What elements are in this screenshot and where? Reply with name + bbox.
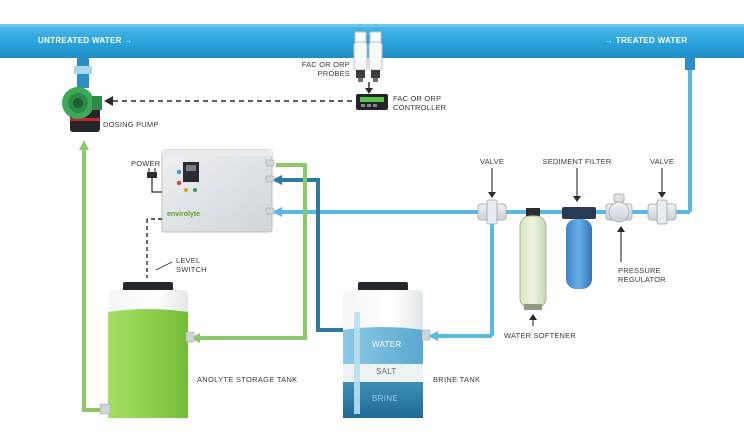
sediment-filter-housing <box>562 207 596 289</box>
brine-water-level-label: WATER <box>372 340 402 349</box>
brine-salt-level-label: SALT <box>376 367 397 376</box>
dosing-suction-line <box>79 140 108 412</box>
probes-icon <box>353 31 383 82</box>
controller-signal-line <box>104 96 352 106</box>
anolyte-storage-tank <box>99 282 195 418</box>
brand-logo: envirolyte <box>167 211 201 218</box>
water-supply-line <box>272 207 660 341</box>
level-switch-label: LEVEL SWITCH <box>176 256 207 274</box>
valve-right-label: VALVE <box>649 157 675 166</box>
pressure-regulator[interactable] <box>605 193 633 223</box>
power-plug-icon <box>147 168 162 193</box>
treated-water-label: → TREATED WATER <box>605 36 687 45</box>
level-switch-line1: LEVEL <box>176 256 201 265</box>
controller-device[interactable] <box>356 94 388 110</box>
pressure-regulator-label: PRESSURE REGULATOR <box>618 266 666 284</box>
controller-label-line2: CONTROLLER <box>393 103 447 112</box>
sediment-filter-label: SEDIMENT FILTER <box>542 157 612 166</box>
pressure-regulator-line2: REGULATOR <box>618 275 666 284</box>
pressure-regulator-line1: PRESSURE <box>618 266 661 275</box>
brine-bottom-level-label: BRINE <box>372 394 398 403</box>
valve-right[interactable] <box>647 199 677 225</box>
power-label: POWER <box>131 159 161 168</box>
envirolyte-generator[interactable] <box>161 149 275 233</box>
water-softener-tank <box>519 208 547 310</box>
controller-label-line1: FAC OR ORP <box>393 94 442 103</box>
treated-drop-pipe <box>668 56 695 214</box>
untreated-arrow-icon: → <box>124 36 133 45</box>
level-switch-line2: SWITCH <box>176 265 207 274</box>
untreated-water-label: UNTREATED WATER → <box>38 36 133 45</box>
probes-label-line2: PROBES <box>317 69 350 78</box>
probes-label: FAC OR ORP PROBES <box>276 60 350 78</box>
brine-tank-label: BRINE TANK <box>433 375 481 384</box>
treated-water-text: TREATED WATER <box>615 36 688 45</box>
controller-label: FAC OR ORP CONTROLLER <box>393 94 446 112</box>
water-softener-label: WATER SOFTENER <box>504 331 576 340</box>
untreated-water-text: UNTREATED WATER <box>38 36 122 45</box>
brine-tank <box>343 282 431 418</box>
anolyte-line <box>190 163 307 343</box>
brine-line <box>272 175 356 332</box>
dosing-pump[interactable] <box>62 87 102 132</box>
anolyte-tank-label: ANOLYTE STORAGE TANK <box>197 375 298 384</box>
label-pointers <box>491 168 663 326</box>
probes-label-line1: FAC OR ORP <box>301 60 350 69</box>
valve-left-label: VALVE <box>479 157 505 166</box>
valve-left[interactable] <box>477 199 507 225</box>
pump-feed-pipe <box>74 56 92 88</box>
dosing-pump-label: DOSING PUMP <box>103 120 159 129</box>
treated-arrow-icon: → <box>605 36 614 45</box>
